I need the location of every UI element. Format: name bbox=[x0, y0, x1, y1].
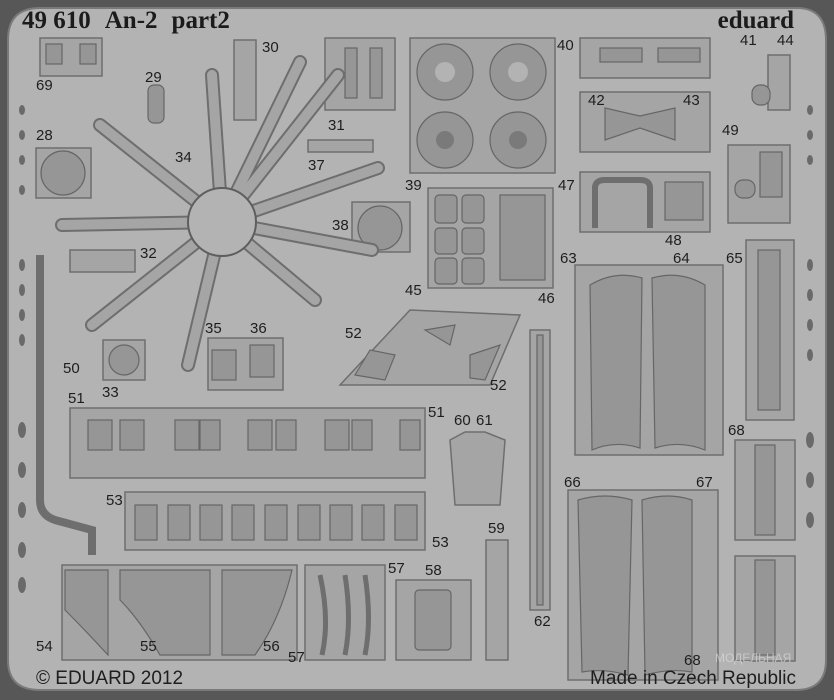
part-68 bbox=[734, 439, 796, 662]
watermark: МОДЕЛЬНАЯ bbox=[715, 651, 791, 665]
part-labels: 69 30 29 28 34 31 37 32 38 39 40 41 44 4… bbox=[36, 32, 794, 669]
part-49 bbox=[727, 144, 791, 224]
part-label: 50 bbox=[63, 360, 80, 377]
part-28 bbox=[35, 147, 92, 199]
part-label: 59 bbox=[488, 520, 505, 537]
part-label: 64 bbox=[673, 250, 690, 267]
part-label: 44 bbox=[777, 32, 794, 49]
part-66-67 bbox=[567, 489, 719, 681]
part-label: 42 bbox=[588, 92, 605, 109]
part-label: 68 bbox=[684, 652, 701, 669]
part-label: 68 bbox=[728, 422, 745, 439]
part-label: 36 bbox=[250, 320, 267, 337]
part-label: 38 bbox=[332, 217, 349, 234]
part-63-64 bbox=[574, 264, 724, 456]
part-label: 31 bbox=[328, 117, 345, 134]
part-label: 34 bbox=[175, 149, 192, 166]
part-label: 35 bbox=[205, 320, 222, 337]
part-50 bbox=[36, 255, 96, 555]
part-label: 60 bbox=[454, 412, 471, 429]
part-41-44 bbox=[579, 37, 791, 111]
part-label: 53 bbox=[106, 492, 123, 509]
part-30 bbox=[233, 39, 257, 121]
part-29 bbox=[147, 84, 165, 124]
part-label: 52 bbox=[490, 377, 507, 394]
part-31 bbox=[324, 37, 396, 111]
part-58 bbox=[395, 579, 472, 661]
part-label: 69 bbox=[36, 77, 53, 94]
part-label: 56 bbox=[263, 638, 280, 655]
part-65 bbox=[745, 239, 795, 421]
parts-54-56 bbox=[61, 564, 298, 661]
part-label: 54 bbox=[36, 638, 53, 655]
part-37 bbox=[307, 139, 374, 153]
part-32 bbox=[69, 249, 136, 273]
part-indicator: part2 bbox=[172, 7, 230, 34]
header-title: 49 610 An-2 part2 bbox=[22, 7, 230, 34]
part-60-61 bbox=[449, 431, 506, 506]
part-47-48 bbox=[579, 171, 711, 233]
part-label: 55 bbox=[140, 638, 157, 655]
part-label: 48 bbox=[665, 232, 682, 249]
part-42-43 bbox=[579, 91, 711, 153]
part-label: 53 bbox=[432, 534, 449, 551]
part-label: 43 bbox=[683, 92, 700, 109]
part-label: 41 bbox=[740, 32, 757, 49]
part-label: 40 bbox=[557, 37, 574, 54]
part-label: 32 bbox=[140, 245, 157, 262]
part-45-46 bbox=[427, 187, 554, 289]
part-57 bbox=[304, 564, 386, 661]
part-label: 37 bbox=[308, 157, 325, 174]
part-label: 28 bbox=[36, 127, 53, 144]
part-52 bbox=[338, 309, 522, 386]
part-label: 61 bbox=[476, 412, 493, 429]
part-label: 63 bbox=[560, 250, 577, 267]
catalog-number: 49 610 bbox=[22, 7, 91, 34]
part-label: 57 bbox=[388, 560, 405, 577]
part-label: 30 bbox=[262, 39, 279, 56]
part-label: 66 bbox=[564, 474, 581, 491]
copyright: © EDUARD 2012 bbox=[36, 668, 183, 689]
brand-logo: eduard bbox=[718, 7, 795, 34]
origin: Made in Czech Republic bbox=[590, 668, 796, 689]
part-34-engine-star bbox=[55, 55, 385, 372]
part-35-36 bbox=[207, 337, 284, 391]
part-label: 47 bbox=[558, 177, 575, 194]
part-label: 67 bbox=[696, 474, 713, 491]
part-label: 58 bbox=[425, 562, 442, 579]
part-label: 62 bbox=[534, 613, 551, 630]
part-33 bbox=[102, 339, 146, 381]
part-69 bbox=[39, 37, 103, 77]
edge-droplets bbox=[18, 105, 814, 593]
part-label: 52 bbox=[345, 325, 362, 342]
part-label: 49 bbox=[722, 122, 739, 139]
part-62 bbox=[529, 329, 551, 611]
part-label: 51 bbox=[428, 404, 445, 421]
model-name: An-2 bbox=[105, 7, 158, 34]
part-53 bbox=[124, 491, 426, 551]
part-label: 33 bbox=[102, 384, 119, 401]
part-label: 39 bbox=[405, 177, 422, 194]
part-40-wheels bbox=[409, 37, 556, 174]
part-label: 45 bbox=[405, 282, 422, 299]
part-label: 51 bbox=[68, 390, 85, 407]
part-label: 65 bbox=[726, 250, 743, 267]
part-label: 57 bbox=[288, 649, 305, 666]
part-59 bbox=[485, 539, 509, 661]
part-label: 46 bbox=[538, 290, 555, 307]
part-label: 29 bbox=[145, 69, 162, 86]
part-51 bbox=[69, 407, 426, 479]
